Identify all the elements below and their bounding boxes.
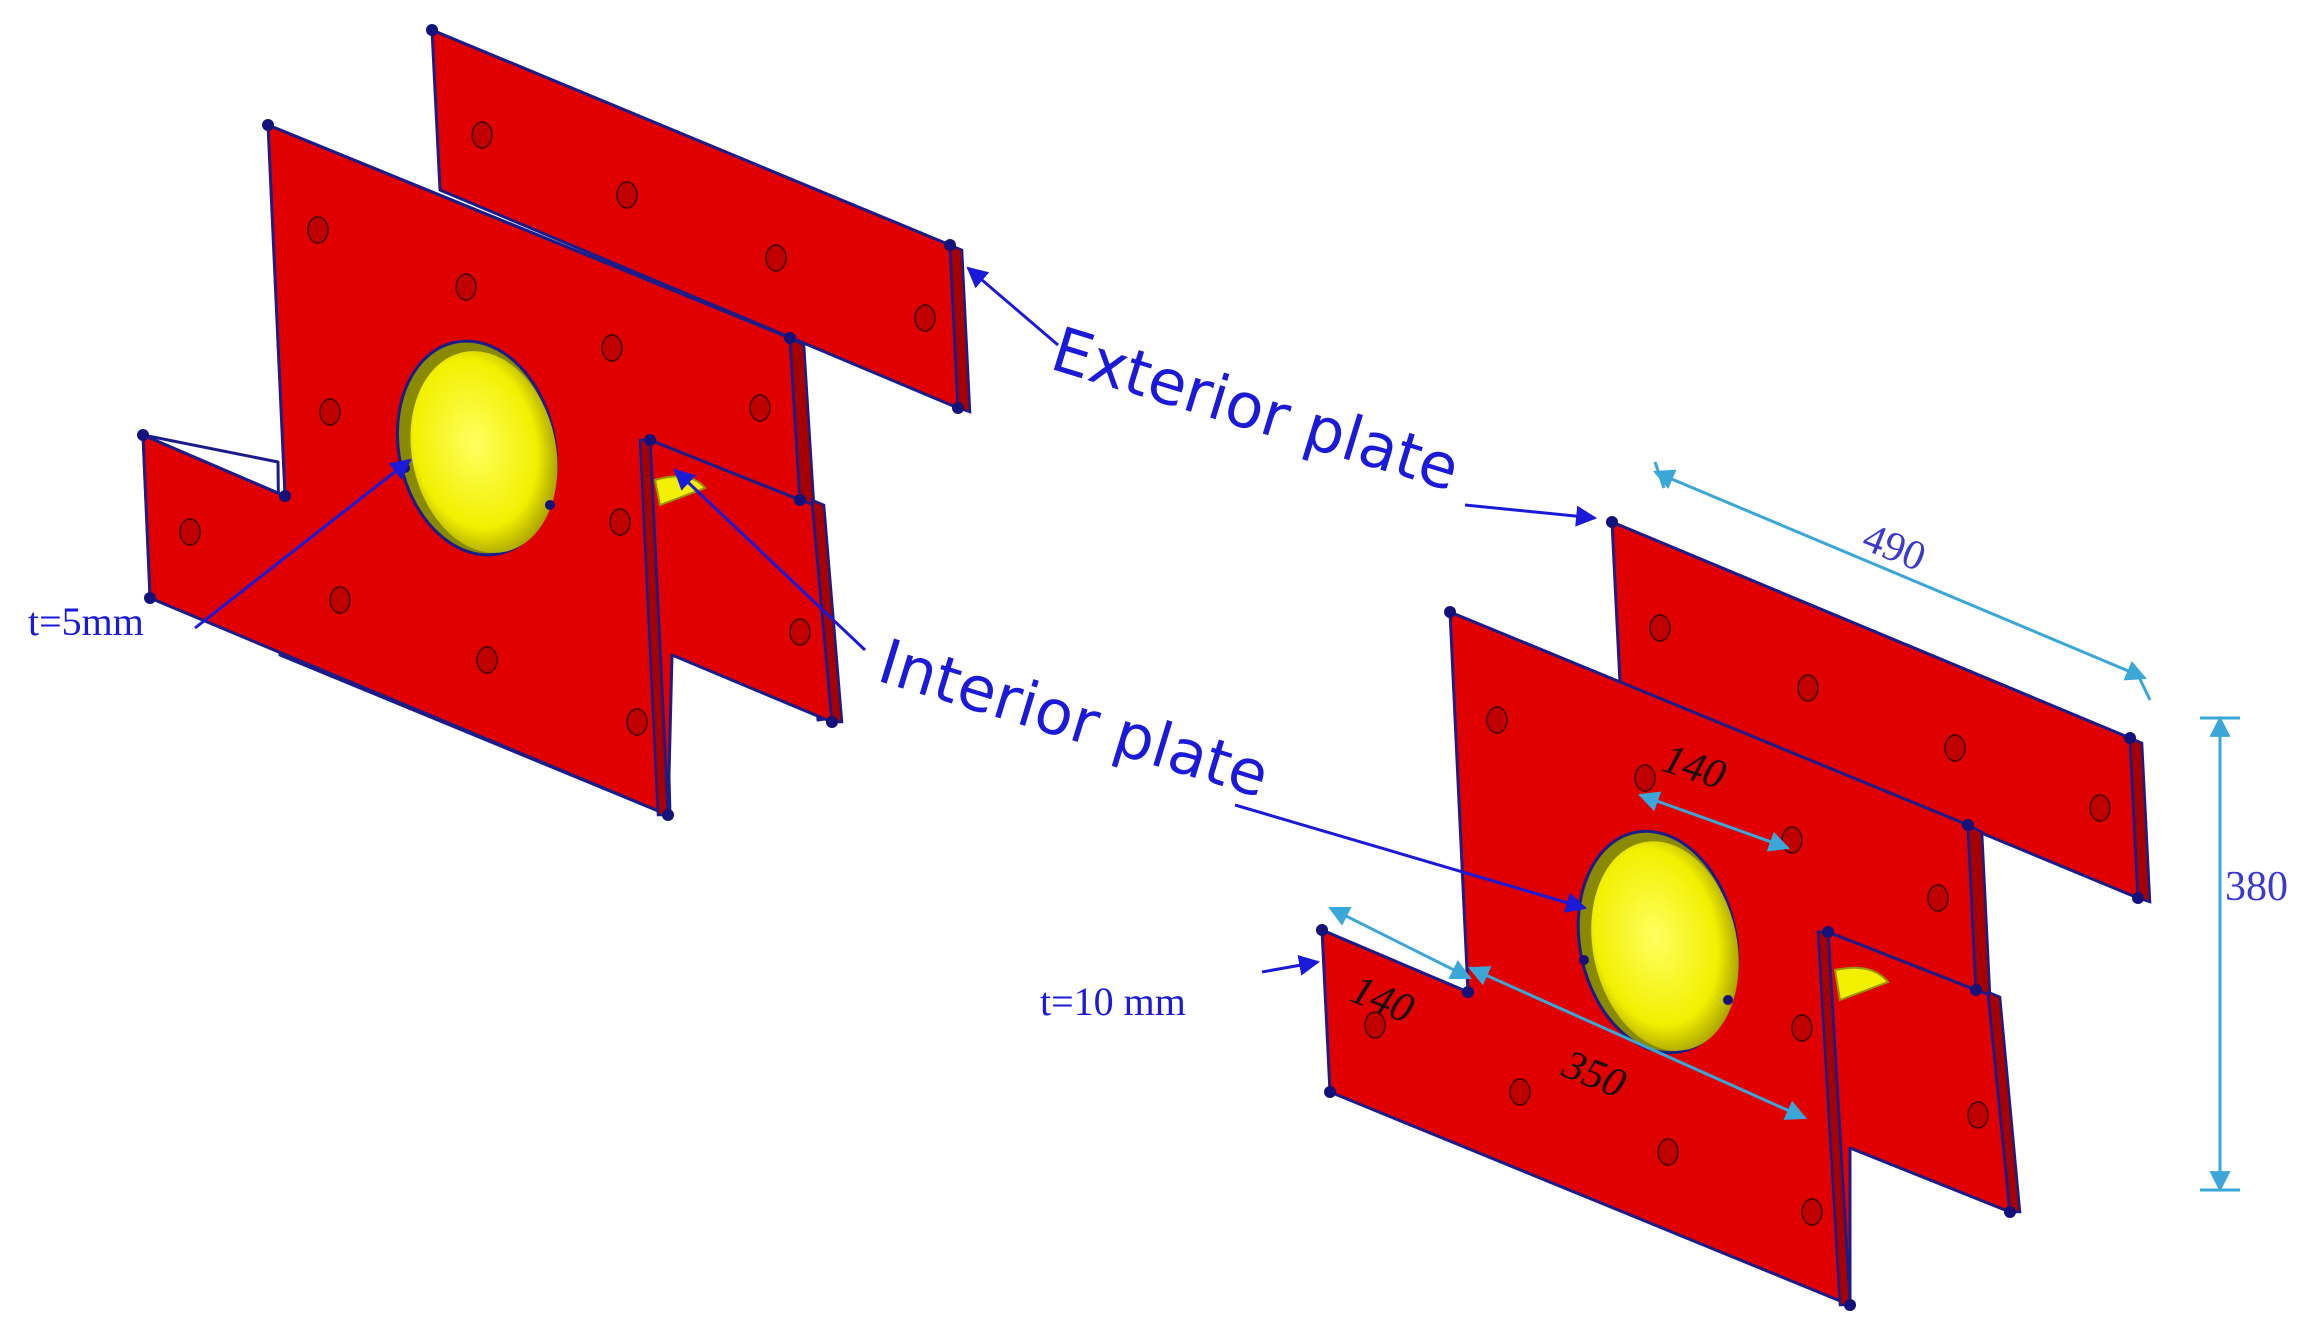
right-assembly — [1316, 516, 2152, 1311]
interior-plate-label: Interior plate — [871, 625, 1278, 813]
left-vertices — [137, 24, 964, 821]
left-central-hole — [395, 339, 559, 557]
thickness-right-label: t=10 mm — [1040, 979, 1186, 1024]
dimension-490: 490 — [1856, 515, 1932, 581]
left-bolt-holes — [179, 121, 936, 736]
left-assembly — [137, 24, 972, 821]
thickness-left-label: t=5mm — [28, 599, 144, 644]
dimension-lines — [1328, 461, 2240, 1193]
left-front-h-plate — [141, 123, 844, 817]
exterior-plate-label: Exterior plate — [1044, 313, 1468, 506]
dimension-380: 380 — [2225, 864, 2288, 910]
leader-lines — [194, 266, 1598, 976]
